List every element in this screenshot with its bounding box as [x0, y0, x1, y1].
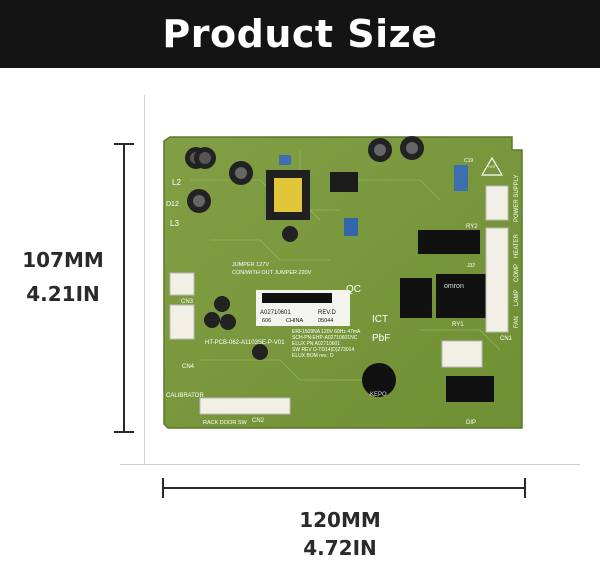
hot-label: HOT [488, 165, 496, 169]
sticker-part-number: A02710601 [260, 310, 291, 316]
relay-omron [400, 274, 488, 318]
pbf-label: PbF [372, 333, 390, 344]
sticker-code: 05044 [318, 318, 333, 324]
relay-ry2 [418, 230, 480, 254]
comp-label: COMP [514, 264, 520, 282]
capacitor-c2 [194, 147, 216, 169]
pcb-id-label: HT-PCB-062-A1103SE-P-V01 [205, 340, 285, 346]
capacitor-c3 [229, 161, 253, 185]
spec-line-5: ELUX BOM rev.: D [292, 353, 334, 359]
qc-label: QC [346, 284, 361, 295]
jumper-text-2: CON/WITH OUT JUMPER 220V [232, 270, 312, 276]
calibrator-label: CALIBRATOR [166, 393, 204, 399]
blue-capacitor [454, 165, 468, 191]
title-banner: Product Size [0, 0, 600, 68]
buzzer [362, 363, 396, 397]
capacitor-c6 [400, 136, 424, 160]
guide-line-horizontal [120, 464, 580, 465]
ict-label: ICT [372, 314, 388, 325]
cn1-label: CN1 [500, 336, 513, 342]
relay-black-small [446, 376, 494, 402]
height-inch-label: 4.21IN [26, 282, 100, 306]
ry1-label: RY1 [452, 322, 464, 328]
capacitor-c7 [204, 226, 298, 360]
width-mm-label: 120MM [299, 508, 381, 532]
dip-switch [441, 340, 483, 368]
warning-icon [480, 156, 504, 176]
ry2-label: RY2 [466, 224, 478, 230]
c19-label: C19 [464, 158, 473, 164]
omron-label: omron [444, 283, 464, 290]
spec-line-2: SCH-PN:EHP-A02710601NC [292, 335, 358, 341]
rack-door-sw-label: RACK DOOR SW [203, 420, 248, 426]
capacitor-c5 [368, 138, 392, 162]
jumper-text-1: JUMPER 127V [232, 262, 269, 268]
spec-line-4: SW REV D-TD14(D)273014 [292, 347, 354, 353]
j32-label: J32 [467, 263, 475, 269]
height-mm-label: 107MM [22, 248, 104, 272]
connector-cn1 [485, 227, 509, 333]
fan-label: FAN [514, 316, 520, 328]
small-blue-capacitor [279, 155, 291, 165]
sticker-china: CHINA [286, 318, 303, 324]
sticker-606: 606 [262, 318, 271, 324]
connector-power-supply [485, 185, 509, 221]
width-inch-label: 4.72IN [303, 536, 377, 560]
page-title: Product Size [162, 12, 438, 56]
kepo-label: KEPO [370, 392, 387, 398]
sticker-revision: REV.D [318, 310, 336, 316]
lamp-label: LAMP [514, 290, 520, 306]
blue-component [344, 218, 358, 236]
dip-label: DIP [466, 420, 476, 426]
cn3-label: CN3 [181, 299, 194, 305]
capacitor-c4 [187, 189, 211, 213]
cn4-label: CN4 [182, 364, 195, 370]
connector-cn4 [169, 304, 195, 340]
cn2-label: CN2 [252, 418, 265, 424]
power-supply-label: POWER SUPPLY [514, 174, 520, 222]
transformer [266, 170, 310, 220]
guide-line-vertical [144, 95, 145, 465]
connector-cn3 [169, 272, 195, 296]
l2-label: L2 [172, 178, 181, 187]
d12-label: D12 [166, 201, 179, 208]
ic-chip [330, 172, 358, 192]
spec-line-3: ELUX PN A02710601 [292, 341, 340, 347]
heater-label: HEATER [514, 233, 520, 258]
spec-line-1: ERF1509NA 120V 60Hz 47mA [292, 329, 361, 335]
connector-cn2 [199, 397, 291, 415]
barcode [262, 293, 332, 303]
l3-label: L3 [170, 219, 179, 228]
